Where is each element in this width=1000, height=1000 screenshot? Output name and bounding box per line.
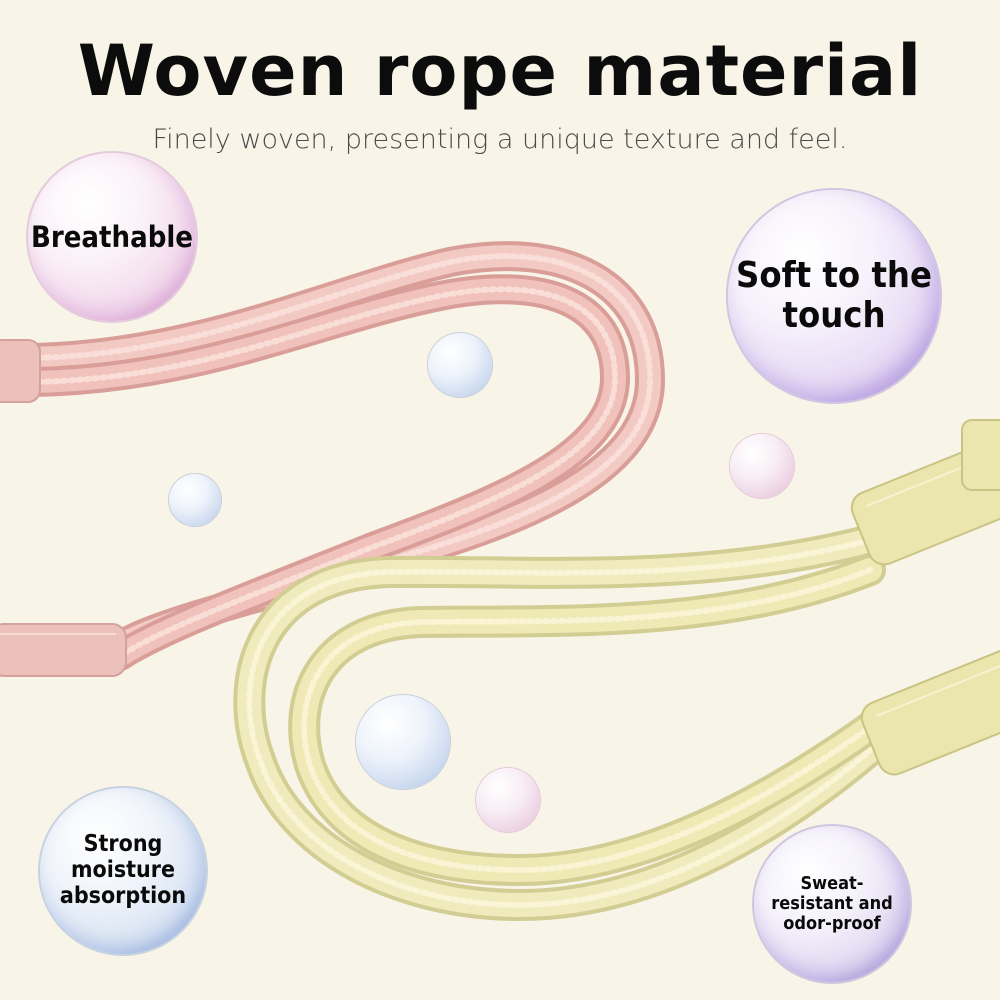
feature-label-line: odor-proof: [783, 913, 881, 935]
feature-bubble-sweat: Sweat- resistant and odor-proof: [754, 826, 910, 982]
feature-bubble-breathable: Breathable: [28, 153, 196, 321]
feature-label-line: resistant and: [771, 892, 893, 914]
feature-label-line: Strong: [83, 831, 163, 858]
water-droplet: [476, 768, 540, 832]
water-droplet: [428, 333, 492, 397]
cream-leather-end-side: [961, 419, 1000, 491]
feature-bubble-moisture: Strong moisture absorption: [40, 788, 206, 954]
water-droplet: [356, 695, 450, 789]
feature-label-line: Soft to the: [736, 254, 932, 296]
water-droplet: [730, 434, 794, 498]
feature-label-line: Sweat-: [800, 872, 864, 894]
feature-bubble-soft: Soft to the touch: [728, 190, 940, 402]
pink-leather-end-top: [0, 339, 41, 403]
page-title: Woven rope material: [77, 30, 923, 112]
feature-label-line: moisture: [70, 857, 176, 884]
feature-label-line: touch: [782, 295, 886, 336]
water-droplet: [169, 474, 221, 526]
feature-label-line: absorption: [59, 882, 187, 909]
page-subtitle: Finely woven, presenting a unique textur…: [152, 124, 848, 155]
pink-leather-end-bottom: [0, 623, 127, 677]
feature-label: Breathable: [30, 219, 194, 254]
cream-leather-end-bottom: [860, 648, 1000, 776]
